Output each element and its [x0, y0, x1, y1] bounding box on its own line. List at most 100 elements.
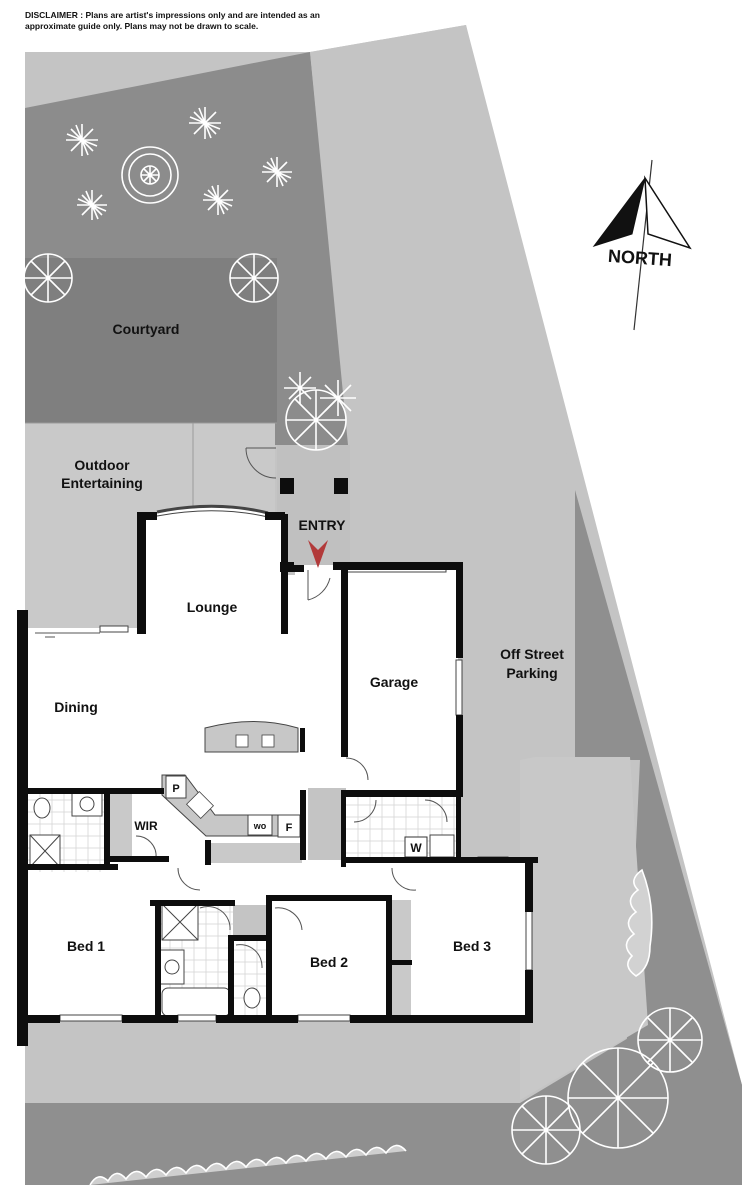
shrub-icon [23, 253, 73, 303]
wall [205, 840, 211, 865]
wall [300, 728, 305, 752]
shrub-icon [285, 389, 347, 451]
bed1-floor [28, 870, 158, 1020]
toilet-icon [33, 797, 51, 819]
wall [228, 935, 268, 941]
room-label-courtyard: Courtyard [113, 321, 180, 337]
kitchen-bench-grey [210, 843, 302, 863]
entry-door [307, 570, 331, 601]
vanity-icon [429, 834, 455, 858]
disclaimer-text: Plans are artist's impressions only and … [25, 10, 320, 31]
room-label-parking-line1: Off Street [500, 646, 564, 662]
hedge-icon [89, 868, 653, 1186]
bath-door [199, 905, 231, 931]
entry-floor [295, 565, 346, 628]
wall [122, 1015, 178, 1023]
courtyard-gate [245, 447, 277, 479]
entry-porch [277, 445, 350, 565]
window [455, 659, 463, 716]
wall [350, 1015, 533, 1023]
tree-icon [189, 107, 221, 139]
tree-icon [77, 190, 107, 220]
wall [104, 788, 164, 794]
window [525, 909, 533, 971]
wir-block [108, 793, 132, 860]
room-label-bed2: Bed 2 [310, 954, 348, 970]
porch-post [280, 562, 294, 572]
room-label-garage: Garage [370, 674, 418, 690]
wall [155, 900, 161, 1020]
side-garden [575, 490, 742, 1185]
wall [341, 790, 463, 797]
wall [386, 895, 392, 1018]
front-garden [25, 1025, 742, 1185]
tree-icon [66, 124, 98, 156]
cooktop-icon [185, 790, 215, 820]
wall [17, 610, 28, 1046]
entry-arrow-icon [308, 540, 328, 568]
dining-slider [35, 632, 100, 638]
ensuite-tiles [28, 790, 106, 872]
porch-post [280, 478, 294, 494]
basin-icon [79, 796, 95, 812]
room-label-bed3: Bed 3 [453, 938, 491, 954]
wall [137, 514, 146, 634]
window [59, 1014, 123, 1022]
round-tree-icon [567, 1047, 669, 1149]
wall [281, 514, 288, 634]
washer-label: W [410, 841, 422, 855]
wall [525, 857, 533, 912]
wall [28, 864, 118, 870]
wall [104, 856, 169, 862]
wall [288, 565, 304, 572]
round-tree-icon [121, 146, 179, 204]
wall [456, 562, 463, 658]
bed2-door [274, 907, 303, 931]
compass-label: NORTH [607, 246, 672, 270]
entry-label: ENTRY [299, 517, 347, 533]
compass-arrow-left [592, 177, 646, 247]
window [99, 625, 129, 633]
wall [525, 970, 533, 1022]
wc-door [235, 944, 263, 969]
lounge-bay-window [156, 510, 269, 518]
window [297, 1014, 351, 1022]
bathtub-icon [161, 987, 231, 1017]
compass-arrow-right [644, 175, 692, 250]
landscape-trees [23, 107, 703, 1186]
wall [341, 797, 346, 867]
room-label-dining: Dining [54, 699, 98, 715]
tree-icon [320, 380, 356, 416]
room-label-wir: WIR [134, 819, 158, 833]
lounge-bay-window [156, 504, 269, 515]
wall [228, 935, 234, 1020]
wall [104, 788, 110, 868]
wall [216, 1015, 298, 1023]
courtyard-deck [25, 258, 277, 423]
laundry-tiles [346, 795, 459, 860]
disclaimer: DISCLAIMER : Plans are artist's impressi… [25, 10, 355, 32]
round-tree-icon [511, 1095, 581, 1165]
wall [266, 895, 272, 1020]
window [177, 1014, 217, 1022]
bed1-door [177, 867, 201, 891]
wall [28, 788, 110, 794]
wall [17, 1015, 60, 1023]
driveway [310, 25, 575, 757]
tree-icon [203, 185, 233, 215]
wall [456, 715, 463, 797]
bed3-robe [389, 900, 411, 1015]
wall-oven-label: wo [253, 821, 267, 831]
fridge-label: F [286, 822, 293, 834]
doors [35, 447, 448, 969]
shower-icon [29, 834, 61, 868]
side-strip [520, 757, 648, 1100]
storage [108, 793, 411, 1015]
wall [456, 797, 461, 857]
garage-floor [346, 566, 458, 791]
pantry-box [165, 775, 187, 799]
walls [17, 478, 538, 1046]
lounge-floor [143, 506, 295, 628]
disclaimer-heading: DISCLAIMER : [25, 10, 84, 20]
wall [341, 857, 538, 863]
